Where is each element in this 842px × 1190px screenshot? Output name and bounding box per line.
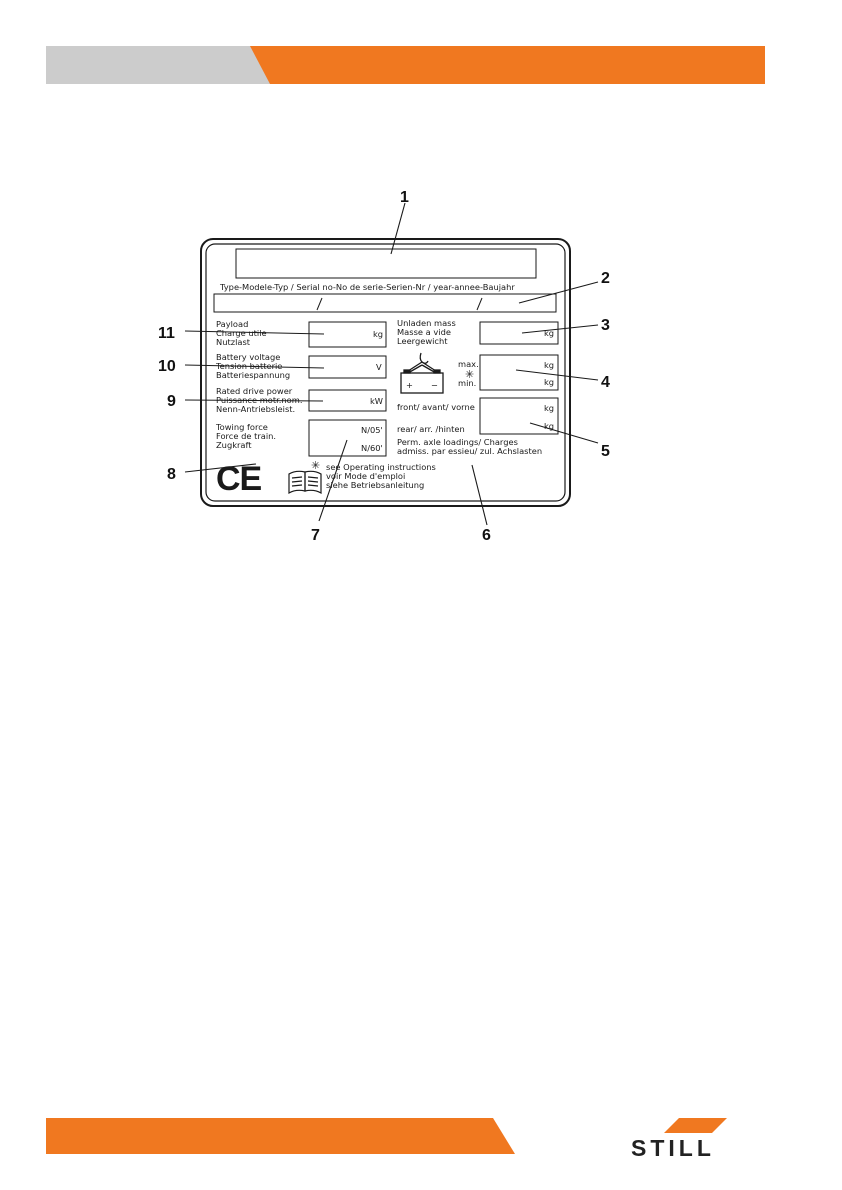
- leader-6: [471, 464, 488, 526]
- leader-5: [529, 422, 599, 444]
- type-box: [235, 248, 537, 279]
- max-label: max.: [458, 359, 479, 369]
- towing-force-unit-60: N/60': [361, 443, 383, 453]
- payload-unit: kg: [373, 329, 383, 339]
- battery-voltage-label-en: Battery voltage: [216, 352, 280, 362]
- towing-force-label-en: Towing force: [215, 422, 268, 432]
- callout-8: 8: [167, 466, 176, 483]
- axle-front-unit: kg: [544, 403, 554, 413]
- payload-label-de: Nutzlast: [216, 337, 251, 347]
- leader-7: [318, 439, 348, 522]
- callout-10: 10: [158, 358, 176, 375]
- drive-power-label-en: Rated drive power: [216, 386, 293, 396]
- axle-loadings-line-2: admiss. par essieu/ zul. Achslasten: [397, 446, 542, 456]
- rating-plate-diagram: Type-Modele-Typ / Serial no-No de serie-…: [158, 189, 610, 544]
- serial-box: [213, 293, 557, 313]
- leader-2: [518, 281, 599, 304]
- unladen-mass-label-en: Unladen mass: [397, 318, 456, 328]
- plate-header-line: Type-Modele-Typ / Serial no-No de serie-…: [219, 282, 515, 292]
- payload-label-en: Payload: [216, 319, 248, 329]
- footer-orange-band: [46, 1118, 515, 1154]
- towing-force-box: [308, 419, 387, 457]
- serial-divider-2: [476, 297, 483, 311]
- callout-9: 9: [167, 393, 176, 410]
- leader-8: [184, 463, 257, 473]
- still-logo: STILL: [631, 1135, 715, 1161]
- battery-minus-sign: −: [431, 380, 438, 390]
- leader-3: [521, 324, 599, 334]
- leader-4: [515, 369, 599, 381]
- callout-6: 6: [482, 527, 491, 544]
- logo-orange-swoosh: [664, 1118, 727, 1133]
- payload-label-fr: Charge utile: [216, 328, 267, 338]
- battery-hook-icon: [400, 352, 444, 394]
- battery-weight-min-unit: kg: [544, 377, 554, 387]
- callout-1: 1: [400, 189, 409, 206]
- see-instructions-en: see Operating instructions: [326, 462, 436, 472]
- front-axle-label: front/ avant/ vorne: [397, 402, 475, 412]
- asterisk-footnote-mark: ✳: [311, 459, 320, 472]
- leader-10: [184, 364, 325, 369]
- towing-force-unit-05: N/05': [361, 425, 383, 435]
- drive-power-unit: kW: [370, 396, 383, 406]
- footer-bar: STILL: [46, 1118, 727, 1161]
- battery-voltage-label-de: Batteriespannung: [216, 370, 290, 380]
- min-label: min.: [458, 378, 476, 388]
- unladen-mass-box: [479, 321, 559, 345]
- plate-outer-frame: [200, 238, 571, 507]
- leader-11: [184, 330, 325, 335]
- drive-power-label-de: Nenn-Antriebsleist.: [216, 404, 295, 414]
- axle-load-box: [479, 397, 559, 435]
- callout-11: 11: [158, 325, 175, 342]
- axle-loadings-line-1: Perm. axle loadings/ Charges: [397, 437, 518, 447]
- battery-voltage-box: [308, 355, 387, 379]
- see-instructions-fr: voir Mode d'emploi: [326, 471, 405, 481]
- book-icon: [288, 470, 322, 495]
- callout-5: 5: [601, 443, 610, 460]
- serial-divider-1: [316, 297, 323, 311]
- unladen-mass-unit: kg: [544, 328, 554, 338]
- rear-axle-label: rear/ arr. /hinten: [397, 424, 465, 434]
- header-orange-band: [250, 46, 765, 84]
- see-instructions-de: siehe Betriebsanleitung: [326, 480, 424, 490]
- header-bar: [46, 46, 765, 84]
- header-gray-tab: [46, 46, 276, 84]
- callout-2: 2: [601, 270, 610, 287]
- callout-4: 4: [601, 374, 610, 391]
- battery-weight-box: [479, 354, 559, 391]
- battery-plus-sign: +: [406, 380, 413, 390]
- towing-force-label-fr: Force de train.: [216, 431, 276, 441]
- unladen-mass-label-de: Leergewicht: [397, 336, 448, 346]
- payload-box: [308, 321, 387, 348]
- leader-9: [184, 399, 324, 402]
- callout-leader-lines: [184, 202, 599, 526]
- battery-voltage-unit: V: [376, 362, 382, 372]
- callout-3: 3: [601, 317, 610, 334]
- leader-1: [390, 202, 406, 255]
- unladen-mass-label-fr: Masse a vide: [397, 327, 451, 337]
- battery-weight-max-unit: kg: [544, 360, 554, 370]
- asterisk-icon: ✳: [465, 368, 474, 381]
- towing-force-label-de: Zugkraft: [216, 440, 252, 450]
- plate-inner-frame: [205, 243, 566, 502]
- callout-7: 7: [311, 527, 320, 544]
- axle-rear-unit: kg: [544, 421, 554, 431]
